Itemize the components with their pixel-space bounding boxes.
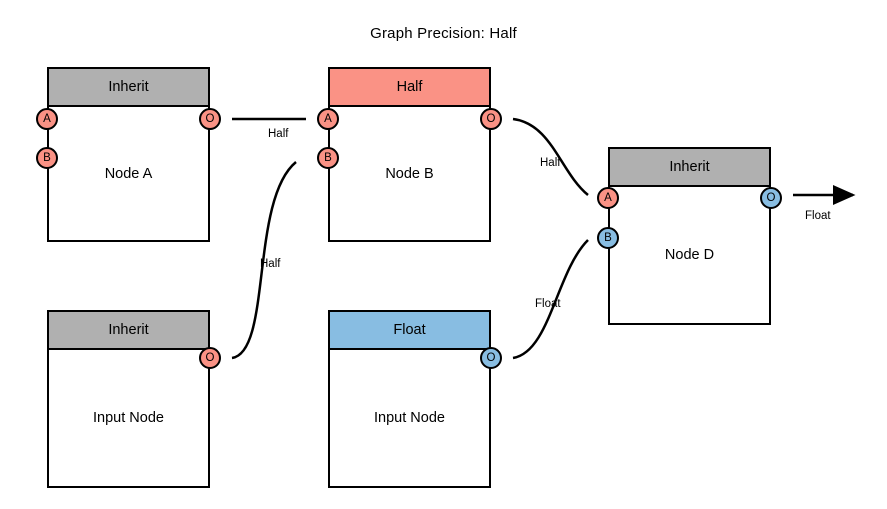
port-out-o-node-a[interactable]: O — [199, 108, 221, 130]
port-out-o-node-b[interactable]: O — [480, 108, 502, 130]
edge-label-graph-output: Float — [805, 210, 831, 222]
port-in-a-node-b[interactable]: A — [317, 108, 339, 130]
node-header-node-d: Inherit — [610, 149, 769, 187]
node-body-input-node-float: Input Node — [374, 410, 445, 426]
node-header-input-node-inherit: Inherit — [49, 312, 208, 350]
port-in-b-node-b[interactable]: B — [317, 147, 339, 169]
node-header-node-b: Half — [330, 69, 489, 107]
port-out-o-input-node-float[interactable]: O — [480, 347, 502, 369]
edge-label-edge-inputfloat-o-to-d-b: Float — [535, 298, 561, 310]
node-body-node-d: Node D — [664, 247, 715, 263]
node-body-node-b: Node B — [385, 165, 434, 182]
port-out-o-input-node-inherit[interactable]: O — [199, 347, 221, 369]
port-in-b-node-a[interactable]: B — [36, 147, 58, 169]
edge-label-edge-inputinherit-o-to-b-b: Half — [260, 258, 281, 270]
port-in-a-node-a[interactable]: A — [36, 108, 58, 130]
port-out-o-node-d[interactable]: O — [760, 187, 782, 209]
edge-label-edge-a-o-to-b-a: Half — [268, 128, 289, 140]
port-in-a-node-d[interactable]: A — [597, 187, 619, 209]
edge-label-edge-b-o-to-d-a: Half — [540, 157, 561, 169]
page-title: Graph Precision: Half — [370, 25, 517, 42]
node-header-node-a: Inherit — [49, 69, 208, 107]
node-body-input-node-inherit: Input Node — [93, 410, 164, 426]
node-body-node-a: Node A — [104, 165, 153, 182]
port-in-b-node-d[interactable]: B — [597, 227, 619, 249]
node-header-input-node-float: Float — [330, 312, 489, 350]
